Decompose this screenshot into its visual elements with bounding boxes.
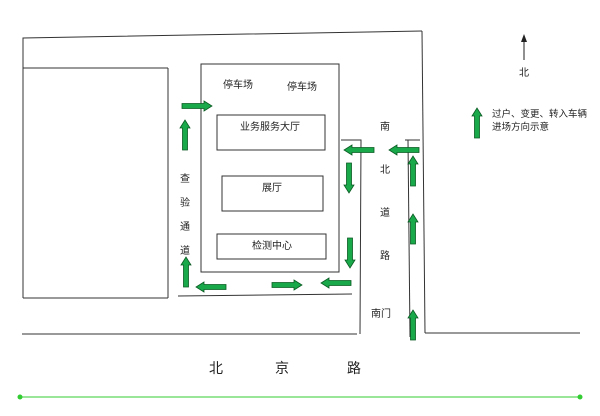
business-hall-label: 业务服务大厅	[240, 122, 300, 133]
arrow-left-bottom-1	[195, 281, 227, 293]
bottom-green-line	[17, 394, 583, 400]
testing-center-box	[216, 233, 327, 260]
beijing-road-char-3: 路	[347, 361, 361, 377]
legend-text: 过户、变更、转入车辆进场方向示意	[492, 109, 588, 133]
arrow-down-right-1	[343, 162, 355, 194]
beijing-road-char-1: 北	[209, 361, 223, 377]
arrow-left-road	[388, 144, 420, 156]
boundary-lines	[22, 30, 580, 338]
north-arrow-icon	[521, 34, 527, 60]
arrow-right-bottom	[271, 279, 303, 291]
parking-label-left: 停车场	[223, 80, 253, 91]
south-north-road-label: 南北道路	[380, 122, 390, 262]
beijing-road-char-2: 京	[275, 361, 289, 377]
business-hall-box	[216, 114, 326, 151]
north-marker-label: 北	[519, 68, 529, 79]
arrow-left-top-right	[343, 144, 375, 156]
arrow-down-right-2	[344, 237, 356, 269]
south-gate-label: 南门	[371, 309, 391, 320]
arrow-up-road-1	[407, 155, 419, 187]
arrow-right-top	[181, 100, 213, 112]
arrow-up-left-top	[179, 119, 191, 151]
parking-label-right: 停车场	[287, 82, 317, 93]
arrow-left-bottom-2	[320, 277, 352, 289]
showroom-label: 展厅	[262, 183, 282, 194]
showroom-box	[221, 175, 324, 212]
inspection-channel-label: 查验通道	[180, 174, 190, 257]
legend-arrow-icon	[471, 107, 483, 139]
testing-center-label: 检测中心	[252, 241, 292, 252]
